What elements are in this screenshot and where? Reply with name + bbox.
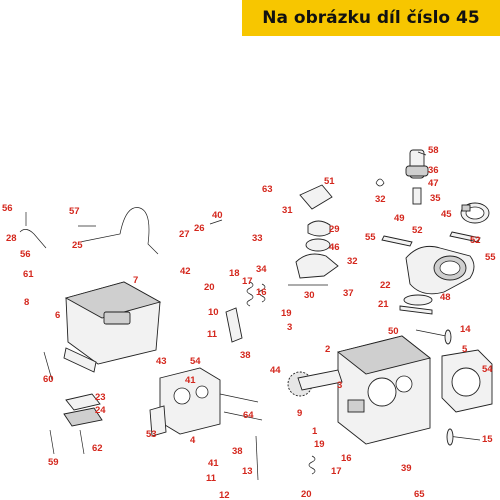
callout-label-19: 19 [314,439,325,450]
thermostat-housing [288,184,339,286]
callout-label-21: 21 [378,299,389,310]
callout-label-46: 46 [329,242,340,253]
springs [246,281,316,475]
callout-label-33: 33 [252,233,263,244]
callout-label-36: 36 [428,165,439,176]
callout-label-2: 2 [325,344,330,355]
callout-label-3: 3 [337,380,342,391]
callout-label-10: 10 [208,307,219,318]
oil-pipe-27 [79,207,159,255]
small-clip-32 [375,178,385,187]
callout-label-6: 6 [55,310,60,321]
callout-label-37: 37 [343,288,354,299]
callout-label-38: 38 [240,350,251,361]
callout-label-62: 62 [92,443,103,454]
callout-label-60: 60 [43,374,54,385]
callout-label-52: 52 [412,225,423,236]
callout-label-12: 12 [219,490,230,500]
callout-label-11: 11 [206,473,217,484]
callout-label-16: 16 [256,287,267,298]
callout-label-35: 35 [430,193,441,204]
callout-label-45: 45 [441,209,452,220]
callout-label-54: 54 [190,356,201,367]
callout-label-23: 23 [95,392,106,403]
valve-exhaust [446,428,481,446]
callout-label-13: 13 [242,466,253,477]
callout-label-7: 7 [133,275,138,286]
callout-label-9: 9 [297,408,302,419]
callout-label-38: 38 [232,446,243,457]
callout-label-20: 20 [301,489,312,500]
callout-label-31: 31 [282,205,293,216]
callout-label-17: 17 [242,276,253,287]
callout-label-41: 41 [185,375,196,386]
callout-label-29: 29 [329,224,340,235]
callout-label-19: 19 [281,308,292,319]
callout-label-50: 50 [388,326,399,337]
callout-label-11: 11 [207,329,218,340]
callout-label-47: 47 [428,178,439,189]
hose-clamp-45 [460,202,490,224]
callout-label-56: 56 [20,249,31,260]
camshaft-holder [149,367,221,437]
callout-label-64: 64 [243,410,254,421]
callout-label-40: 40 [212,210,223,221]
head-gasket [441,349,493,413]
callout-label-55: 55 [485,252,496,263]
cylinder-head [336,335,432,445]
callout-label-39: 39 [401,463,412,474]
callout-label-56: 56 [2,203,13,214]
callout-label-63: 63 [262,184,273,195]
callout-label-26: 26 [194,223,205,234]
callout-label-22: 22 [380,280,391,291]
callout-label-27: 27 [179,229,190,240]
callout-label-51: 51 [324,176,335,187]
rocker-arm-10 [225,307,243,343]
callout-label-61: 61 [23,269,34,280]
part-number-banner: Na obrázku díl číslo 45 [242,0,500,36]
callout-label-3: 3 [287,322,292,333]
injector-fitting [405,149,429,205]
callout-label-20: 20 [204,282,215,293]
callout-label-15: 15 [482,434,493,445]
callout-label-59: 59 [48,457,59,468]
callout-label-54: 54 [482,364,493,375]
callout-label-48: 48 [440,292,451,303]
callout-label-5: 5 [462,344,468,355]
callout-label-53: 53 [146,429,157,440]
callout-label-52: 52 [470,235,481,246]
callout-label-42: 42 [180,266,191,277]
callout-label-34: 34 [256,264,267,275]
callout-label-32: 32 [375,194,386,205]
callout-label-65: 65 [414,489,425,500]
callout-label-25: 25 [72,240,83,251]
callout-label-14: 14 [460,324,471,335]
callout-label-30: 30 [304,290,315,301]
callout-label-57: 57 [69,206,80,217]
callout-label-32: 32 [347,256,358,267]
callout-label-24: 24 [95,405,106,416]
callout-label-43: 43 [156,356,167,367]
callout-label-4: 4 [190,435,196,446]
callout-label-18: 18 [229,268,240,279]
callout-label-28: 28 [6,233,17,244]
misc-plates [63,231,481,427]
banner-text: Na obrázku díl číslo 45 [262,8,480,28]
callout-label-17: 17 [331,466,342,477]
callout-label-44: 44 [270,365,281,376]
callout-label-41: 41 [208,458,219,469]
callout-label-58: 58 [428,145,439,156]
bolts [43,219,263,481]
callout-label-55: 55 [365,232,376,243]
callout-label-49: 49 [394,213,405,224]
callout-label-16: 16 [341,453,352,464]
callout-label-1: 1 [312,426,318,437]
valve-intake [415,329,452,345]
intake-manifold [403,245,475,306]
valve-cover [63,281,162,373]
breather-hose [19,212,47,249]
callout-label-8: 8 [24,297,29,308]
camshaft [287,369,343,397]
